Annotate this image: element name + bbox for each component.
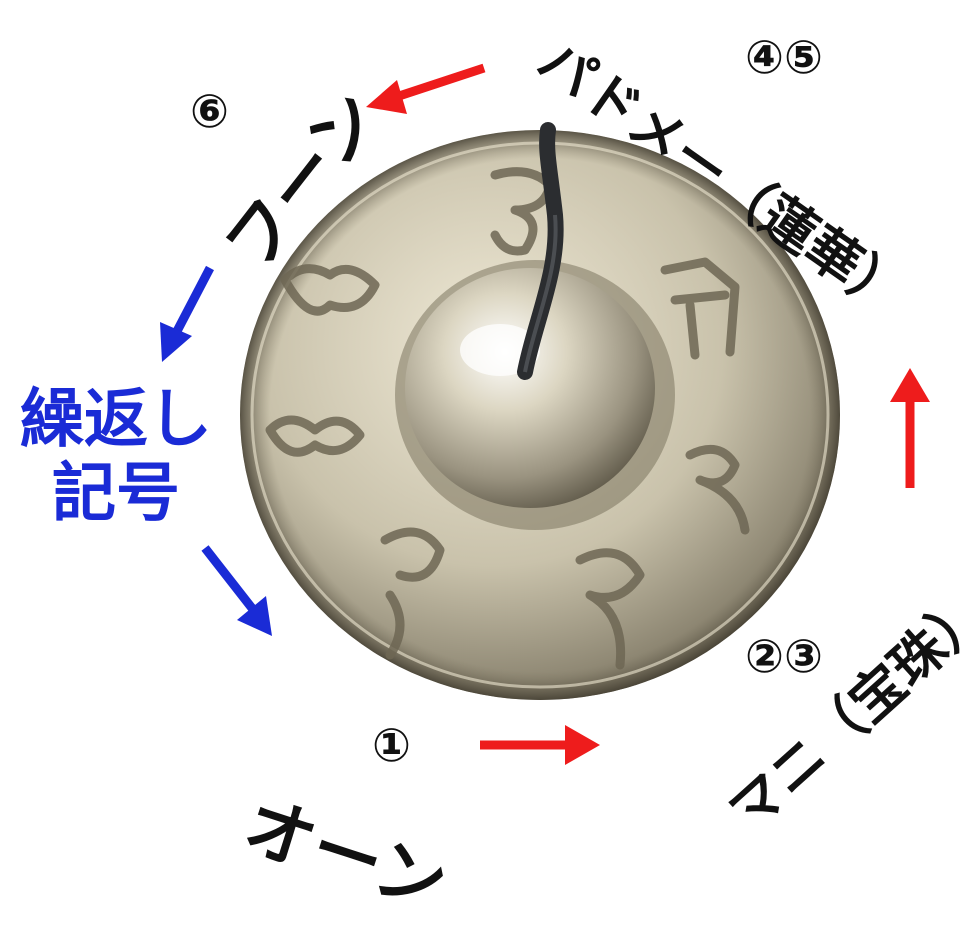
embossed-syllables: [265, 167, 750, 670]
step-6-number: ⑥: [190, 84, 229, 138]
repeat-symbol-label-line2: 記号: [52, 457, 180, 531]
cymbal: [240, 130, 840, 700]
arrow-down-left-icon: [160, 265, 214, 362]
repeat-symbol-label-line1: 繰返し: [20, 383, 212, 457]
step-1-number: ①: [372, 718, 411, 772]
tingsha-photo: [160, 63, 930, 765]
step-4-5-number: ④⑤: [745, 30, 823, 84]
step-2-3-number: ②③: [745, 629, 823, 683]
arrow-right-icon: [480, 725, 600, 765]
arrow-up-icon: [890, 368, 930, 488]
arrow-down-right-icon: [201, 545, 272, 636]
arrow-left-icon: [366, 63, 486, 114]
